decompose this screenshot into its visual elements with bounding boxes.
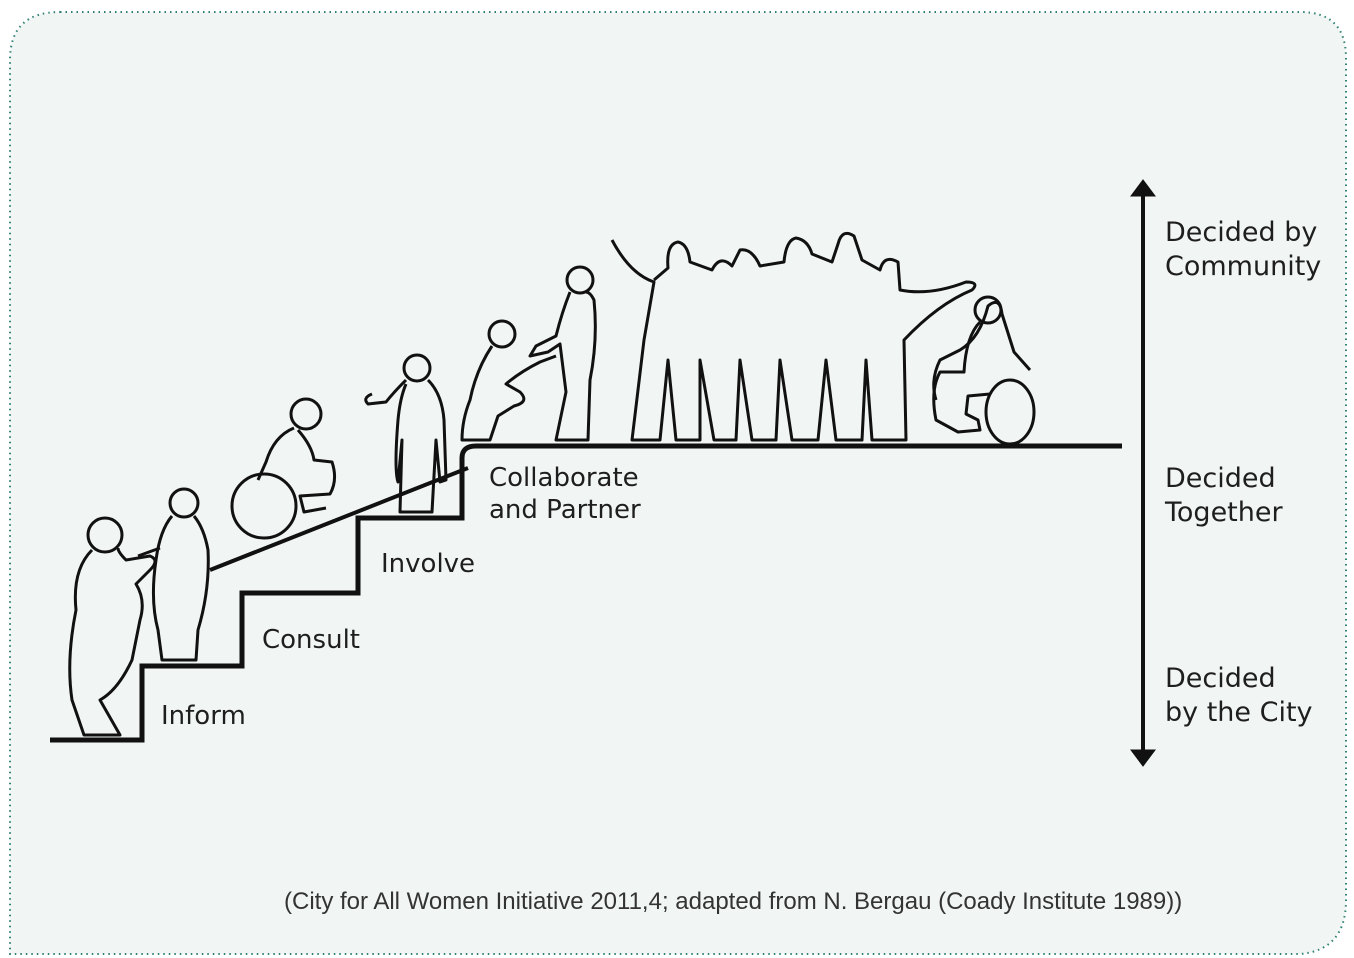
panel-frame [9, 11, 1347, 955]
scale-label-top-line2: Community [1165, 251, 1322, 282]
step-label-collaborate: Collaborate and Partner [489, 462, 641, 526]
scale-label-bottom-line2: by the City [1165, 697, 1313, 728]
scale-label-middle-line1: Decided [1165, 463, 1276, 494]
scale-label-top: Decided by Community [1165, 216, 1321, 284]
scale-label-middle: Decided Together [1165, 462, 1283, 530]
figure-reaching-pair [460, 265, 597, 442]
step-label-consult: Consult [262, 625, 360, 655]
staircase-line [50, 443, 1122, 743]
figure-wheelchair-top [932, 295, 1036, 446]
figure-wheelchair-ramp [230, 397, 337, 540]
ramp-line [209, 466, 469, 572]
step-label-involve: Involve [381, 549, 476, 579]
scale-arrow [1130, 179, 1156, 767]
scale-label-bottom: Decided by the City [1165, 662, 1313, 730]
figure-helper-left [68, 516, 157, 737]
step-label-collaborate-line2: and Partner [489, 495, 641, 525]
step-label-collaborate-line1: Collaborate [489, 463, 639, 493]
figure-standing-involve [364, 353, 448, 514]
source-caption: (City for All Women Initiative 2011,4; a… [284, 888, 1183, 915]
step-label-inform: Inform [161, 701, 246, 731]
figure-helped-left [137, 487, 210, 662]
scale-label-middle-line2: Together [1165, 497, 1283, 528]
scale-label-top-line1: Decided by [1165, 217, 1318, 248]
scale-label-bottom-line1: Decided [1165, 663, 1276, 694]
